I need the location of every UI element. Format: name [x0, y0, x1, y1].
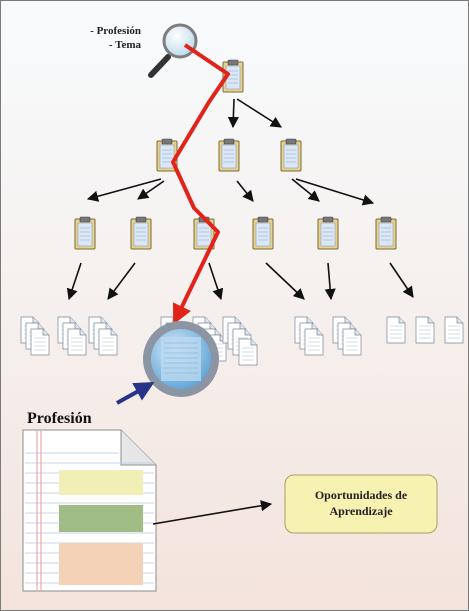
highlight-block: [59, 470, 143, 495]
detail-document-icon: [22, 429, 157, 592]
output-label-line2: Aprendizaje: [329, 504, 393, 518]
highlight-block: [59, 505, 143, 532]
document-stack-icon: [294, 316, 362, 356]
learning-opportunities-box: [284, 474, 438, 534]
search-path-arrow: [171, 43, 230, 325]
output-label-line1: Oportunidades de: [315, 488, 408, 502]
tree-level2-clipboard-icon: [130, 216, 152, 250]
tree-level1-clipboard-icon: [218, 138, 240, 172]
search-criterion-profesion: - Profesión: [90, 25, 141, 37]
document-stack-icon: [386, 316, 464, 344]
detail-title: Profesión: [27, 410, 92, 427]
document-stack-icon: [20, 316, 118, 356]
tree-level2-clipboard-icon: [375, 216, 397, 250]
search-criterion-tema: - Tema: [109, 39, 142, 51]
tree-level2-clipboard-icon: [74, 216, 96, 250]
highlight-block: [59, 543, 143, 585]
output-arrow: [152, 500, 273, 525]
tree-level1-clipboard-icon: [280, 138, 302, 172]
tree-level2-clipboard-icon: [252, 216, 274, 250]
tree-level2-clipboard-icon: [317, 216, 339, 250]
tree-arrows: [66, 98, 414, 301]
zoom-pointer-arrow: [116, 382, 155, 405]
magnifier-lens-icon: [143, 321, 219, 397]
